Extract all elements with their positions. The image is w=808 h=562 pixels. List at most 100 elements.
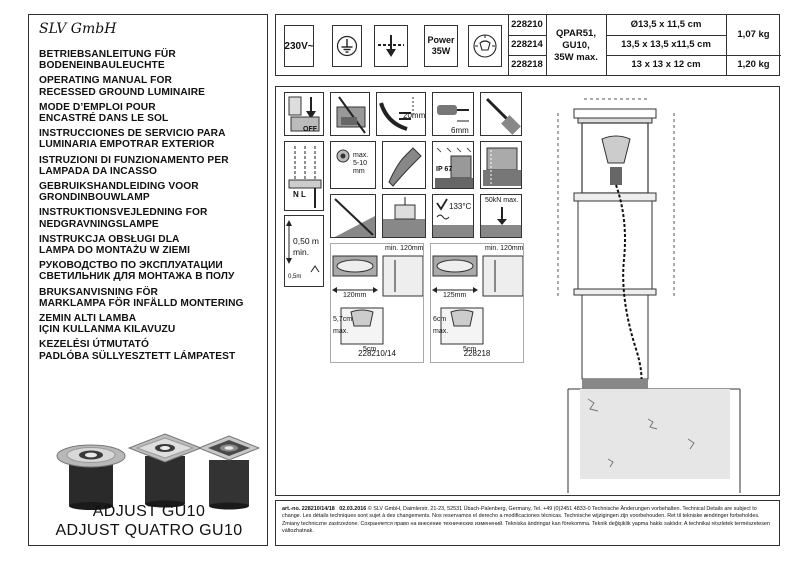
lamp-width-b-label: 5cm [463, 346, 477, 353]
wiring-pictogram: N L [284, 141, 324, 211]
manual-title-line: INSTRUCCIONES DE SERVICIO PARA [39, 128, 226, 140]
manual-title-line: INSTRUKCJA OBSŁUGI DLA [39, 233, 180, 245]
manual-title-line: RECESSED GROUND LUMINAIRE [39, 86, 206, 98]
weight-1: 1,07 kg [737, 29, 770, 40]
load-pictogram: 50kN max. [480, 194, 522, 238]
footer-date: 02.03.2016 [339, 506, 367, 512]
lamp-type-line: QPAR51, [556, 28, 596, 39]
voltage-icon: 230V~ [284, 25, 314, 67]
drainage-pictogram [480, 141, 522, 189]
lamp-height-a-label: 5,7cm [333, 316, 353, 323]
distance-icon-label: 0,5m [288, 274, 302, 280]
ip-rating-pictogram: IP 67 [432, 141, 474, 189]
wire-length-label: 6mm [451, 126, 469, 135]
weight-2: 1,20 kg [737, 59, 770, 70]
voltage-label: 230V~ [284, 40, 314, 52]
drainage-depth-icon [483, 147, 521, 186]
off-label: OFF [303, 126, 317, 133]
dimension-2: 13,5 x 13,5 x11,5 cm [621, 39, 711, 50]
power-off-pictogram: OFF [284, 92, 324, 136]
manual-title-line: ISTRUZIONI DI FUNZIONAMENTO PER [39, 154, 229, 166]
manual-title-line: IÇIN KULLANMA KILAVUZU [39, 324, 176, 336]
manual-title-line: PADLÓBA SÜLLYESZTETT LÁMPATEST [39, 350, 236, 362]
slope-prohibited-icon [334, 198, 375, 237]
min-clearance-b-label: min. 120mm [485, 245, 524, 252]
cable-range-label: max. 5-10 mm [353, 152, 369, 175]
product-photos [56, 433, 261, 510]
power-value: 35W [431, 46, 451, 56]
slope-pictogram [330, 194, 376, 238]
level-install-pictogram [382, 194, 426, 238]
manual-title-line: LAMPADA DA INCASSO [39, 165, 158, 177]
manual-title-line: MODE D’EMPLOI POUR [39, 101, 156, 113]
wire-end-pictogram: 6mm [432, 92, 474, 136]
art-number-1: 228210 [511, 19, 543, 30]
temperature-pictogram: 133°C [432, 194, 474, 238]
lamp-max-b-label: max. [433, 328, 449, 335]
footer-legal-text: art.-no. 228210/14/18 02.03.2016 © SLV G… [275, 500, 780, 546]
manual-title-line: ENCASTRÉ DANS LE SOL [39, 113, 169, 125]
adjustable-light-icon [468, 25, 502, 67]
cable-gland-icon [336, 149, 350, 163]
manual-title-line: РУКОВОДСТВО ПО ЭКСПЛУАТАЦИИ [39, 260, 223, 272]
level-check-icon [383, 197, 425, 237]
square-luminaire-image [127, 433, 203, 508]
cable-diameter-pictogram: max. 5-10 mm [330, 141, 376, 189]
cutout-diagram-b [432, 255, 523, 345]
load-arrow-icon [481, 207, 521, 237]
recessed-arrow-icon [378, 35, 404, 57]
manual-title-line: OPERATING MANUAL FOR [39, 75, 172, 87]
manual-title-line: BODENEINBAULEUCHTE [39, 60, 165, 72]
screwdriver-icon [485, 97, 521, 135]
product-name-round: ADJUST GU10 [92, 503, 206, 520]
manual-title-line: СВЕТИЛЬНИК ДЛЯ МОНТАЖА В ПОЛУ [39, 271, 235, 283]
fitting-pictogram [382, 141, 426, 189]
water-protection-icon [435, 147, 473, 188]
lamp-type: QPAR51, GU10, 35W max. [546, 28, 606, 64]
lamp-type-line: 35W max. [554, 52, 598, 63]
wrench-icon [388, 147, 422, 187]
dimension-panel-b: min. 120mm 125mm 6cm max. 5cm [430, 243, 524, 363]
screw-terminal-pictogram [480, 92, 522, 136]
lamp-width-a-label: 5cm [363, 346, 377, 353]
load-label: 50kN max. [485, 197, 519, 204]
distance-suffix-label: min. [293, 247, 310, 257]
footer-copyright: © SLV GmbH, Daimlerstr. 21-23, 52531 Üba… [282, 506, 770, 535]
cutout-diagram-a [332, 255, 423, 345]
manual-title-line: GEBRUIKSHANDLEIDING VOOR [39, 181, 199, 193]
footer-art-number: art.-no. 228210/14/18 [282, 506, 335, 512]
min-clearance-a-label: min. 120mm [385, 245, 424, 252]
caption-a: 228210/14 [358, 349, 396, 358]
art-number-2: 228214 [511, 39, 543, 50]
manual-title-line: MARKLAMPA FÖR INFÄLLD MONTERING [39, 297, 244, 309]
manual-title-line: ZEMIN ALTI LAMBA [39, 313, 137, 325]
round-luminaire-image [56, 444, 126, 510]
power-label: Power [427, 35, 455, 45]
heat-ok-icon [433, 198, 473, 237]
ip-rating-label: IP 67 [436, 166, 453, 173]
switch-off-icon [288, 96, 320, 132]
lamp-adjust-icon [473, 34, 497, 58]
manual-title-line: BRUKSANVISNING FÖR [39, 286, 158, 298]
cable-stripping-icon [379, 97, 414, 131]
brand-name: SLV GmbH [39, 21, 117, 37]
lamp-max-a-label: max. [333, 328, 349, 335]
manual-title-line: GRONDINBOUWLAMP [39, 192, 150, 204]
manual-title-line: BETRIEBSANLEITUNG FÜR [39, 49, 176, 60]
manual-title-line: INSTRUKTIONSVEJLEDNING FOR [39, 207, 208, 219]
no-tool-pictogram [330, 92, 370, 136]
product-name-quatro: ADJUST QUATRO GU10 [55, 522, 243, 539]
surface-temp-label: 133°C [449, 202, 472, 211]
installation-icon [374, 25, 408, 67]
width-a-label: 120mm [343, 292, 367, 299]
lamp-height-b-label: 6cm [433, 316, 447, 323]
wiring-terminal-icon [288, 146, 322, 208]
width-b-label: 125mm [443, 292, 467, 299]
dimension-panel-a: min. 120mm 120mm 5,7cm max. 5cm [330, 243, 424, 363]
distance-value-label: 0,50 m [293, 236, 319, 246]
minimum-distance-pictogram: 0,50 m min. 0,5m [284, 215, 324, 287]
ground-symbol-icon [336, 35, 358, 57]
